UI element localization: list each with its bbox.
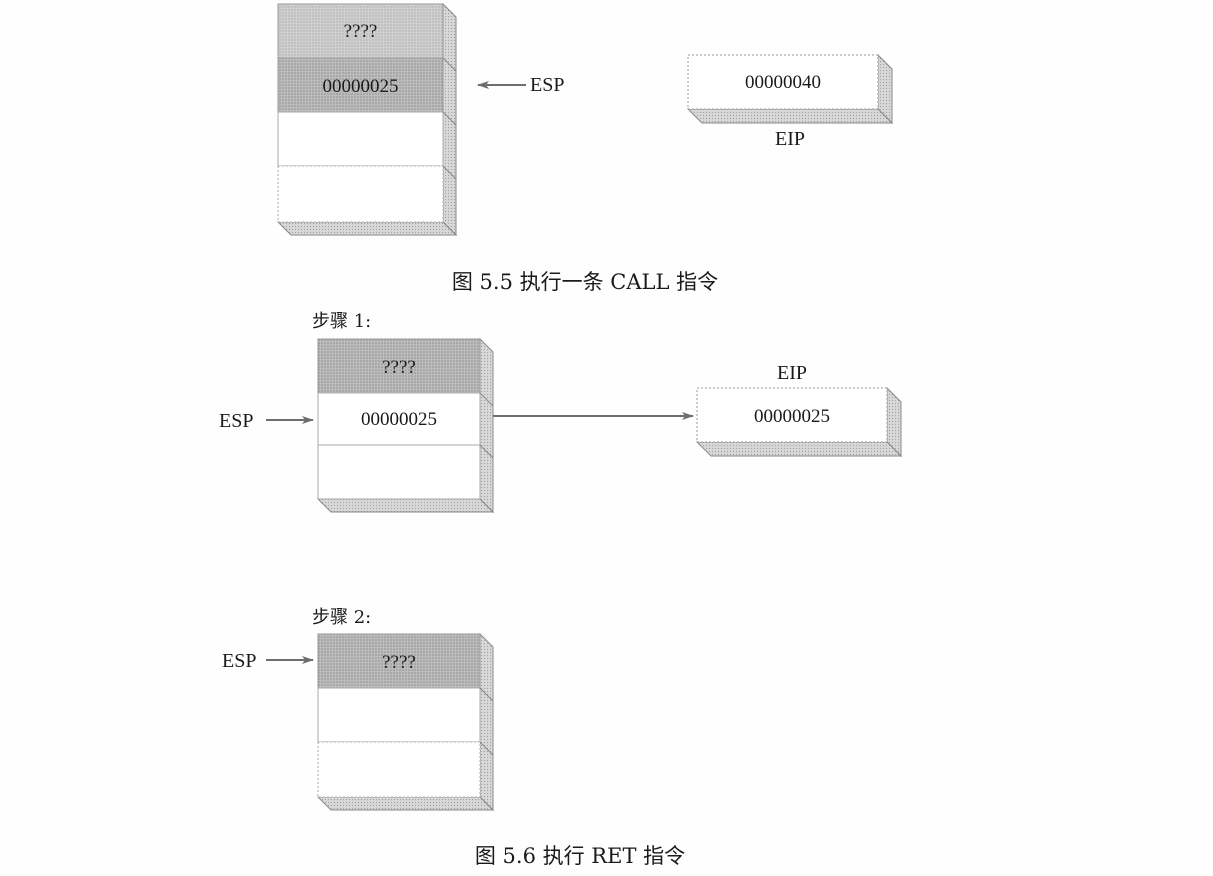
fig55-eip-label: EIP	[775, 128, 805, 150]
fig55-cell-3	[277, 165, 444, 223]
fig55-stack-side	[442, 2, 457, 237]
fig55-esp-label: ESP	[530, 74, 565, 96]
fig56s1-eip-register	[695, 386, 903, 458]
fig56s1-cell-1	[317, 392, 481, 446]
fig56s1-eip-label: EIP	[777, 362, 807, 384]
fig56s1-cell-0	[317, 338, 481, 394]
fig55-cell-0-text: ????	[343, 21, 378, 42]
fig56s1-esp-label: ESP	[219, 410, 254, 432]
fig55-stack-bottom	[276, 221, 458, 236]
fig56s2-cell-1	[317, 687, 481, 743]
fig55-stack	[276, 2, 458, 237]
fig56s1-cell-0-text: ????	[382, 357, 416, 378]
fig56s1-cell-2	[317, 444, 481, 500]
fig56s2-cell-0	[317, 633, 481, 689]
fig56s1-eip-value: 00000025	[754, 406, 830, 427]
fig55-cell-0	[277, 3, 444, 59]
fig56s2-cell-2	[317, 741, 481, 798]
fig56s1-cell-1-text: 00000025	[361, 409, 437, 430]
fig55-cell-2	[277, 111, 444, 167]
fig56s1-title: 步骤 1:	[312, 311, 372, 332]
fig55-eip-register	[686, 53, 894, 125]
fig56s2-title: 步骤 2:	[312, 607, 372, 628]
fig55-cell-1-text: 00000025	[322, 76, 399, 97]
fig56-caption: 图 5.6 执行 RET 指令	[474, 844, 686, 868]
fig56s2-cell-0-text: ????	[382, 652, 416, 673]
fig56-step1-stack	[316, 337, 495, 514]
fig55-eip-value: 00000040	[745, 72, 821, 93]
fig56s2-esp-label: ESP	[222, 650, 257, 672]
fig55-caption: 图 5.5 执行一条 CALL 指令	[451, 270, 719, 294]
fig56-step2-stack	[316, 632, 495, 812]
